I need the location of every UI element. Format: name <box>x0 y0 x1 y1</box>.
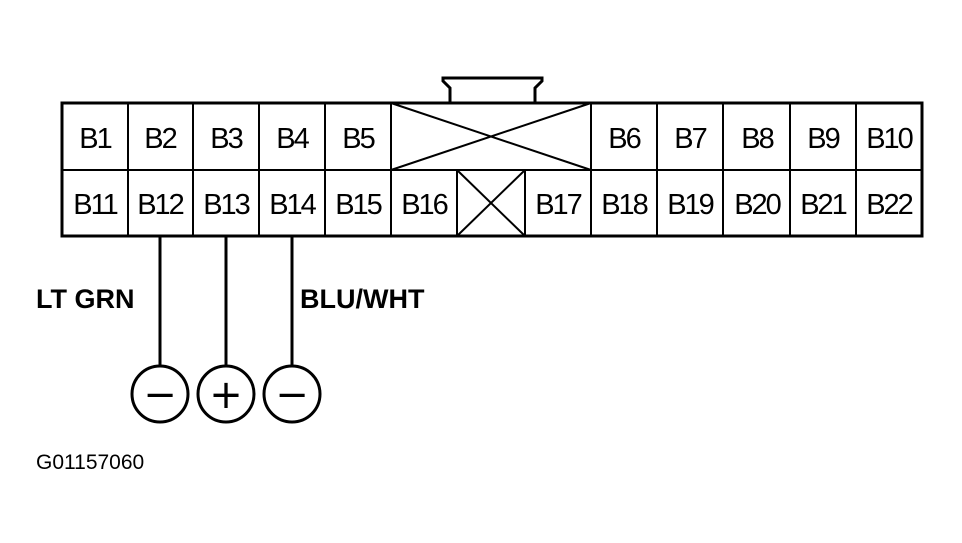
pin-label-b6: B6 <box>608 123 640 155</box>
pin-label-b22: B22 <box>866 189 912 221</box>
pin-label-b21: B21 <box>800 189 846 221</box>
row2-dividers <box>127 170 857 236</box>
pin-label-b2: B2 <box>144 123 176 155</box>
wire-color-label-b14: BLU/WHT <box>300 284 425 314</box>
row2-pin-labels: B11 B12 B13 B14 B15 B16 B17 B18 B19 B20 … <box>73 189 914 221</box>
pin-label-b14: B14 <box>269 189 316 221</box>
pin-label-b15: B15 <box>335 189 381 221</box>
terminal-circle-b12 <box>130 364 190 424</box>
terminal-b12: − <box>130 364 190 424</box>
pin-label-b18: B18 <box>601 189 647 221</box>
row1-pin-labels: B1 B2 B3 B4 B5 B6 B7 B8 B9 B10 <box>79 123 914 155</box>
empty-cavity-row1 <box>390 102 592 171</box>
pin-label-b12: B12 <box>137 189 183 221</box>
wire-color-label-b12: LT GRN <box>36 284 134 314</box>
pin-label-b17: B17 <box>535 189 581 221</box>
connector-lock-tab <box>441 76 544 103</box>
pin-label-b1: B1 <box>79 123 111 155</box>
empty-cavity-row2 <box>456 169 526 237</box>
pin-label-b11: B11 <box>73 189 117 221</box>
pin-label-b10: B10 <box>866 123 912 155</box>
pin-label-b7: B7 <box>674 123 706 155</box>
terminal-b14: − <box>262 364 322 424</box>
row1-dividers <box>127 103 857 170</box>
pin-label-b19: B19 <box>667 189 713 221</box>
pin-label-b13: B13 <box>203 189 249 221</box>
figure-code: G01157060 <box>36 451 144 474</box>
terminal-b13: + <box>196 364 256 424</box>
negative-symbol-b14: − <box>275 372 309 418</box>
terminal-circle-b14 <box>262 364 322 424</box>
negative-symbol-b12: − <box>143 372 177 418</box>
pin-label-b8: B8 <box>741 123 773 155</box>
pin-label-b9: B9 <box>807 123 839 155</box>
positive-symbol-b13: + <box>209 372 243 418</box>
terminal-circle-b13 <box>196 364 256 424</box>
pin-label-b3: B3 <box>210 123 242 155</box>
pin-label-b20: B20 <box>734 189 780 221</box>
pin-label-b4: B4 <box>276 123 309 155</box>
pin-label-b5: B5 <box>342 123 374 155</box>
pin-label-b16: B16 <box>401 189 447 221</box>
